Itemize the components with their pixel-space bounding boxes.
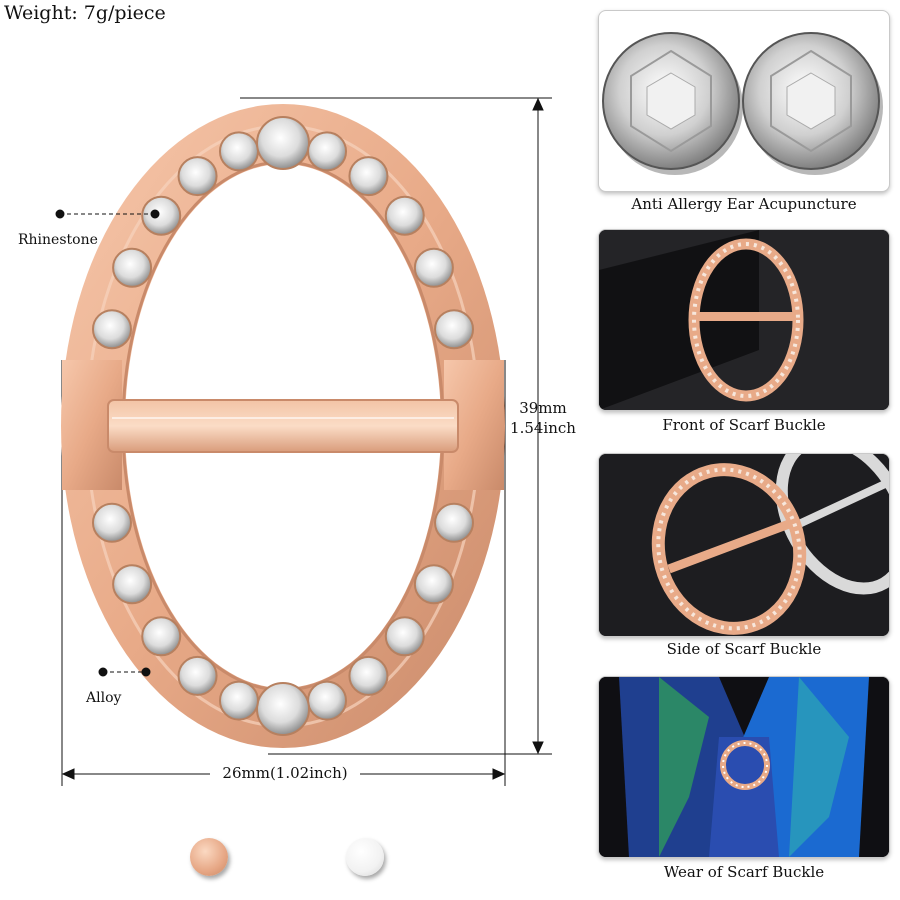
rhinestone-callout-line (55, 209, 160, 219)
color-swatch-rose-gold[interactable] (190, 838, 228, 876)
rhinestone (384, 195, 425, 236)
height-dimension (240, 97, 552, 755)
rhinestone (434, 309, 475, 350)
scarf-buckle-ring (61, 104, 505, 748)
panel-ear-acupuncture (598, 10, 890, 192)
rhinestone (413, 247, 454, 288)
rhinestone (348, 156, 389, 197)
width-dimension-label: 26mm(1.02inch) (210, 764, 360, 782)
wear-view-image (599, 677, 889, 857)
height-inch-text: 1.54inch (510, 419, 576, 437)
weight-text: Weight: 7g/piece (4, 2, 166, 24)
rhinestone (141, 195, 182, 236)
rhinestone (177, 156, 218, 197)
rhinestone (112, 247, 153, 288)
rhinestone (348, 655, 389, 696)
side-view-image (599, 454, 889, 636)
rhinestone (91, 502, 132, 543)
crystal-right (742, 32, 883, 175)
product-illustration (55, 97, 552, 786)
rhinestone (434, 502, 475, 543)
panel-front-view (598, 229, 890, 411)
alloy-callout-line (98, 667, 151, 677)
rhinestone (91, 309, 132, 350)
front-view-image (599, 230, 889, 410)
panel-side-view (598, 453, 890, 637)
rhinestone (307, 680, 348, 721)
rhinestone (218, 131, 259, 172)
rhinestone-label: Rhinestone (18, 232, 98, 248)
crystal-studs-image (602, 32, 883, 175)
rhinestone (307, 131, 348, 172)
rhinestone (141, 616, 182, 657)
rhinestone (384, 616, 425, 657)
color-swatch-silver[interactable] (346, 838, 384, 876)
rhinestone (177, 655, 218, 696)
caption-side-view: Side of Scarf Buckle (666, 640, 822, 658)
rhinestones (91, 116, 475, 736)
caption-front-view: Front of Scarf Buckle (662, 416, 826, 434)
height-mm-text: 39mm (519, 399, 567, 417)
rhinestone (218, 680, 259, 721)
caption-wear-view: Wear of Scarf Buckle (663, 863, 825, 881)
rhinestone (413, 564, 454, 605)
crystal-left (602, 32, 743, 175)
rhinestone (256, 682, 310, 736)
rhinestone (112, 564, 153, 605)
rhinestone (256, 116, 310, 170)
alloy-label: Alloy (86, 690, 122, 706)
caption-ear-acupuncture: Anti Allergy Ear Acupuncture (631, 195, 857, 213)
panel-wear-view (598, 676, 890, 858)
height-dimension-label: 39mm 1.54inch (508, 398, 578, 438)
